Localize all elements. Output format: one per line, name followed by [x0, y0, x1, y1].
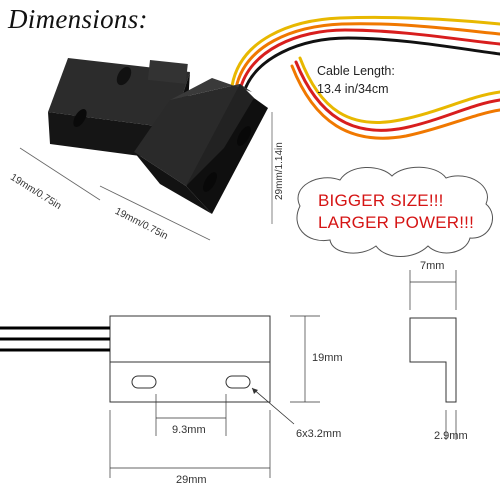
dim-hole-size: 6x3.2mm [296, 428, 342, 440]
dim-thickness: 2.9mm [434, 430, 468, 442]
technical-drawing-side [0, 315, 320, 478]
dim-height: 19mm [312, 352, 343, 364]
page-title: Dimensions: [8, 4, 148, 34]
cable-length-label: Cable Length: 13.4 in/34cm [317, 62, 395, 98]
technical-drawing-end [409, 270, 457, 440]
dim-hole-spacing: 9.3mm [172, 424, 206, 436]
cable-length-value: 13.4 in/34cm [317, 82, 389, 96]
sensor-block [134, 78, 268, 214]
promo-line-2: LARGER POWER!!! [318, 213, 475, 232]
cable-length-title: Cable Length: [317, 64, 395, 78]
promo-line-1: BIGGER SIZE!!! [318, 191, 444, 210]
photo-dimension-lines [19, 112, 273, 241]
promo-text: BIGGER SIZE!!! LARGER POWER!!! [318, 190, 474, 234]
photo-length: 29mm/1.14in [274, 142, 285, 200]
promo-cloud [296, 166, 494, 257]
sensor-wires [230, 15, 500, 140]
dim-length: 29mm [176, 474, 207, 486]
dim-top-width: 7mm [420, 260, 445, 272]
